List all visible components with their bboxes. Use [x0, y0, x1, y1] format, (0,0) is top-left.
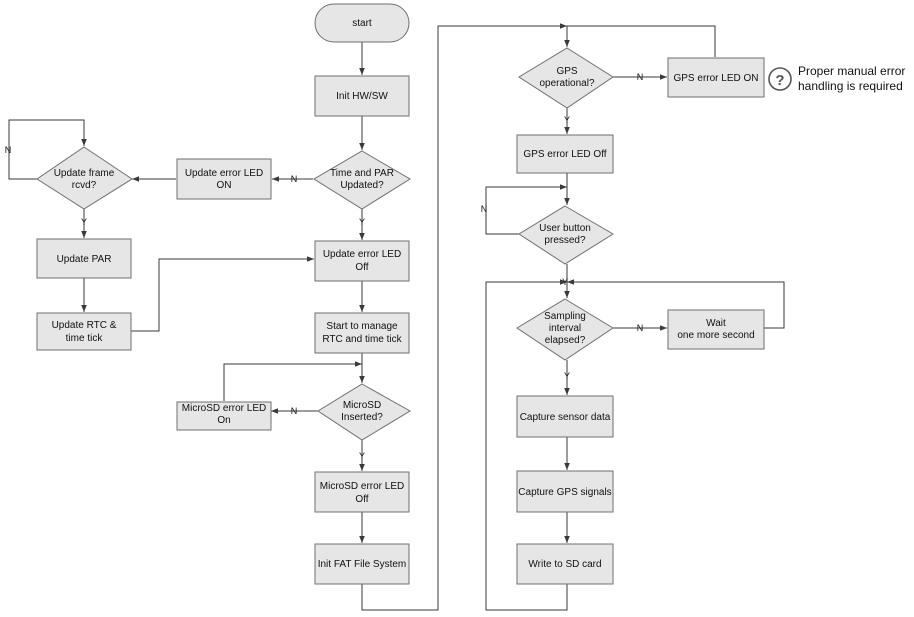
connector-wait-loop [567, 279, 785, 329]
connector-fat-gps [361, 23, 567, 611]
label-sampling-no: N [637, 323, 644, 333]
update-frame-label-1: Update frame [54, 168, 115, 179]
update-rtc-node: Update RTC & time tick [36, 312, 132, 351]
label-gps-no: N [637, 72, 644, 82]
connectors [8, 23, 785, 611]
gps-error-off-label: GPS error LED Off [523, 149, 606, 160]
microsd-error-on-label-1: MicroSD error LED [182, 403, 266, 414]
update-error-led-off-label-1: Update error LED [323, 249, 401, 260]
connector-frame-no-loop [8, 119, 87, 180]
gps-error-on-label: GPS error LED ON [673, 73, 758, 84]
question-circle-icon [768, 67, 792, 91]
microsd-inserted-label-2: Inserted? [341, 412, 383, 423]
microsd-inserted-decision: MicroSD Inserted? [317, 383, 411, 441]
capture-gps-label: Capture GPS signals [518, 487, 611, 498]
label-sampling-yes: Y [564, 371, 570, 381]
label-timepar-no: N [291, 174, 298, 184]
connector-gps-retry [567, 25, 716, 57]
update-rtc-label-2: time tick [66, 333, 104, 344]
label-microsd-no: N [291, 406, 298, 416]
time-par-label-2: Updated? [340, 180, 384, 191]
init-fat-label: Init FAT File System [318, 559, 407, 570]
sampling-interval-decision: Sampling interval elapsed? [516, 298, 614, 361]
label-userbtn-no: N [481, 204, 488, 214]
label-gps-yes: Y [564, 115, 570, 125]
update-rtc-label-1: Update RTC & [52, 320, 117, 331]
capture-sensor-label: Capture sensor data [520, 412, 611, 423]
capture-gps-node: Capture GPS signals [516, 470, 614, 513]
sampling-label-2: interval [549, 323, 581, 334]
start-label: start [352, 18, 372, 29]
update-error-led-on-node: Update error LED ON [176, 158, 272, 200]
microsd-error-off-label-2: Off [355, 494, 368, 505]
gps-operational-decision: GPS operational? [518, 47, 614, 109]
wait-node: Wait one more second [667, 309, 765, 350]
update-frame-decision: Update frame rcvd? [36, 146, 133, 210]
user-button-decision: User button pressed? [518, 205, 614, 265]
update-error-led-on-label-2: ON [217, 180, 232, 191]
gps-error-led-off-node: GPS error LED Off [516, 134, 614, 174]
update-error-led-on-label-1: Update error LED [185, 168, 263, 179]
update-par-node: Update PAR [36, 238, 132, 279]
note-line-1: Proper manual error [798, 64, 905, 78]
write-sd-label: Write to SD card [528, 559, 601, 570]
update-par-label: Update PAR [57, 254, 112, 265]
init-fat-node: Init FAT File System [314, 543, 410, 585]
microsd-error-off-label-1: MicroSD error LED [320, 481, 404, 492]
init-hw-sw-label: Init HW/SW [336, 91, 388, 102]
question-mark-glyph: ? [775, 72, 784, 89]
time-par-label-1: Time and PAR [330, 168, 394, 179]
update-frame-label-2: rcvd? [72, 180, 97, 191]
label-frame-no: N [5, 145, 12, 155]
update-error-led-off-label-2: Off [355, 262, 368, 273]
user-button-label-1: User button [539, 223, 591, 234]
wait-label-2: one more second [677, 330, 754, 341]
connector-sd-loop [485, 279, 568, 611]
wait-label-1: Wait [706, 318, 726, 329]
connector-microsd-on-loop [223, 361, 362, 401]
branch-labels: N Y N Y N Y N Y N Y N Y [5, 72, 644, 461]
sampling-label-3: elapsed? [545, 335, 586, 346]
update-error-led-off-node: Update error LED Off [314, 240, 410, 282]
microsd-inserted-label-1: MicroSD [343, 400, 381, 411]
user-button-label-2: pressed? [544, 235, 586, 246]
label-userbtn-yes: Y [562, 277, 568, 287]
label-frame-yes: Y [81, 217, 87, 227]
microsd-error-led-off-node: MicroSD error LED Off [314, 471, 410, 513]
note-line-2: handling is required [798, 79, 903, 93]
start-manage-label-2: RTC and time tick [322, 334, 402, 345]
sampling-label-1: Sampling [544, 311, 586, 322]
microsd-error-led-on-node: MicroSD error LED On [176, 401, 272, 431]
connector-userbtn-no-loop [485, 184, 567, 235]
microsd-error-on-label-2: On [217, 415, 230, 426]
gps-operational-label-1: GPS [556, 66, 577, 77]
init-hw-sw-node: Init HW/SW [314, 75, 410, 117]
start-manage-rtc-node: Start to manage RTC and time tick [314, 312, 410, 354]
label-timepar-yes: Y [359, 217, 365, 227]
start-node: start [314, 3, 410, 43]
capture-sensor-node: Capture sensor data [516, 395, 614, 438]
label-microsd-yes: Y [359, 451, 365, 461]
start-manage-label-1: Start to manage [326, 321, 398, 332]
time-par-decision: Time and PAR Updated? [313, 150, 411, 210]
manual-error-note: ? Proper manual error handling is requir… [768, 64, 905, 93]
gps-error-led-on-node: GPS error LED ON [667, 57, 765, 98]
write-sd-node: Write to SD card [516, 543, 614, 585]
gps-operational-label-2: operational? [539, 78, 594, 89]
connector-rtc-erroff [131, 256, 314, 332]
